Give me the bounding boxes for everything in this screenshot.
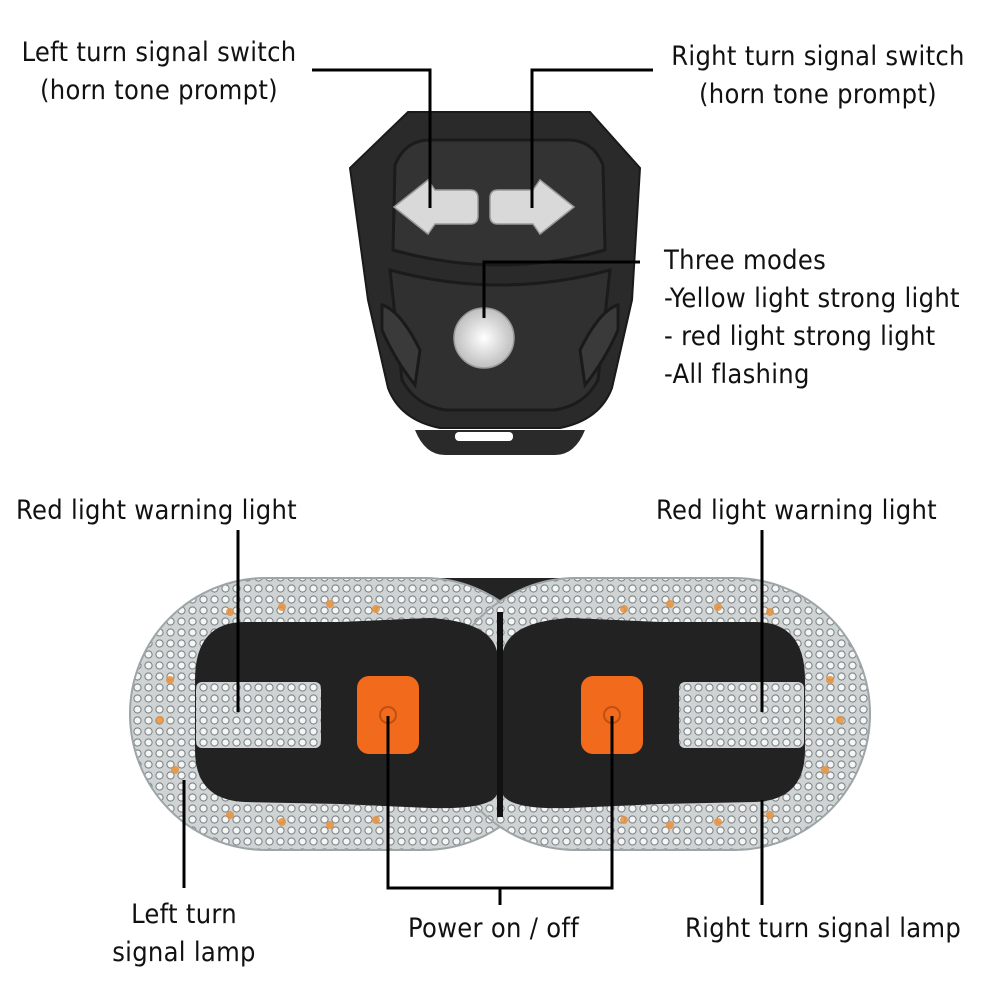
leader-right-switch — [530, 68, 653, 208]
mode-item-yellow: -Yellow light strong light — [664, 283, 960, 314]
tail-lamp — [129, 577, 871, 851]
right-switch-label-line1: Right turn signal switch — [671, 41, 965, 72]
red-warning-right-label: Red light warning light — [656, 495, 937, 526]
left-lamp-label-line1: Left turn — [131, 899, 237, 930]
red-warning-left-label: Red light warning light — [16, 495, 297, 526]
mode-item-flashing: -All flashing — [664, 359, 810, 390]
remote-control — [348, 111, 642, 455]
right-lamp-label: Right turn signal lamp — [685, 913, 962, 944]
modes-label: Three modes -Yellow light strong light -… — [664, 242, 960, 394]
mode-item-red: - red light strong light — [664, 321, 936, 352]
right-switch-label-line2: (horn tone prompt) — [699, 79, 937, 110]
left-arrow-button[interactable] — [392, 178, 479, 236]
modes-title: Three modes — [664, 245, 827, 276]
lanyard-hole — [455, 432, 513, 441]
callout-lines — [182, 68, 764, 905]
left-switch-label-line2: (horn tone prompt) — [40, 75, 278, 106]
right-switch-label: Right turn signal switch (horn tone prom… — [668, 38, 968, 114]
leader-modes — [482, 260, 640, 318]
left-switch-label-line1: Left turn signal switch — [21, 37, 297, 68]
left-lamp-label-line2: signal lamp — [112, 937, 256, 968]
remote-side-ridge-left — [380, 303, 422, 389]
inner-lens-right — [679, 682, 804, 748]
amber-leds — [156, 600, 844, 829]
remote-side-ridge-right — [578, 303, 620, 389]
power-button-right[interactable] — [581, 676, 643, 754]
left-lamp-label: Left turn signal lamp — [100, 896, 268, 972]
lamp-split-line — [497, 612, 503, 817]
left-switch-label: Left turn signal switch (horn tone promp… — [18, 34, 300, 110]
lamp-body-left — [195, 618, 498, 809]
lamp-body-right — [502, 618, 805, 809]
power-label: Power on / off — [408, 913, 580, 944]
power-button-left[interactable] — [357, 676, 419, 754]
inner-lens-left — [196, 682, 321, 748]
leader-left-switch — [312, 68, 432, 208]
